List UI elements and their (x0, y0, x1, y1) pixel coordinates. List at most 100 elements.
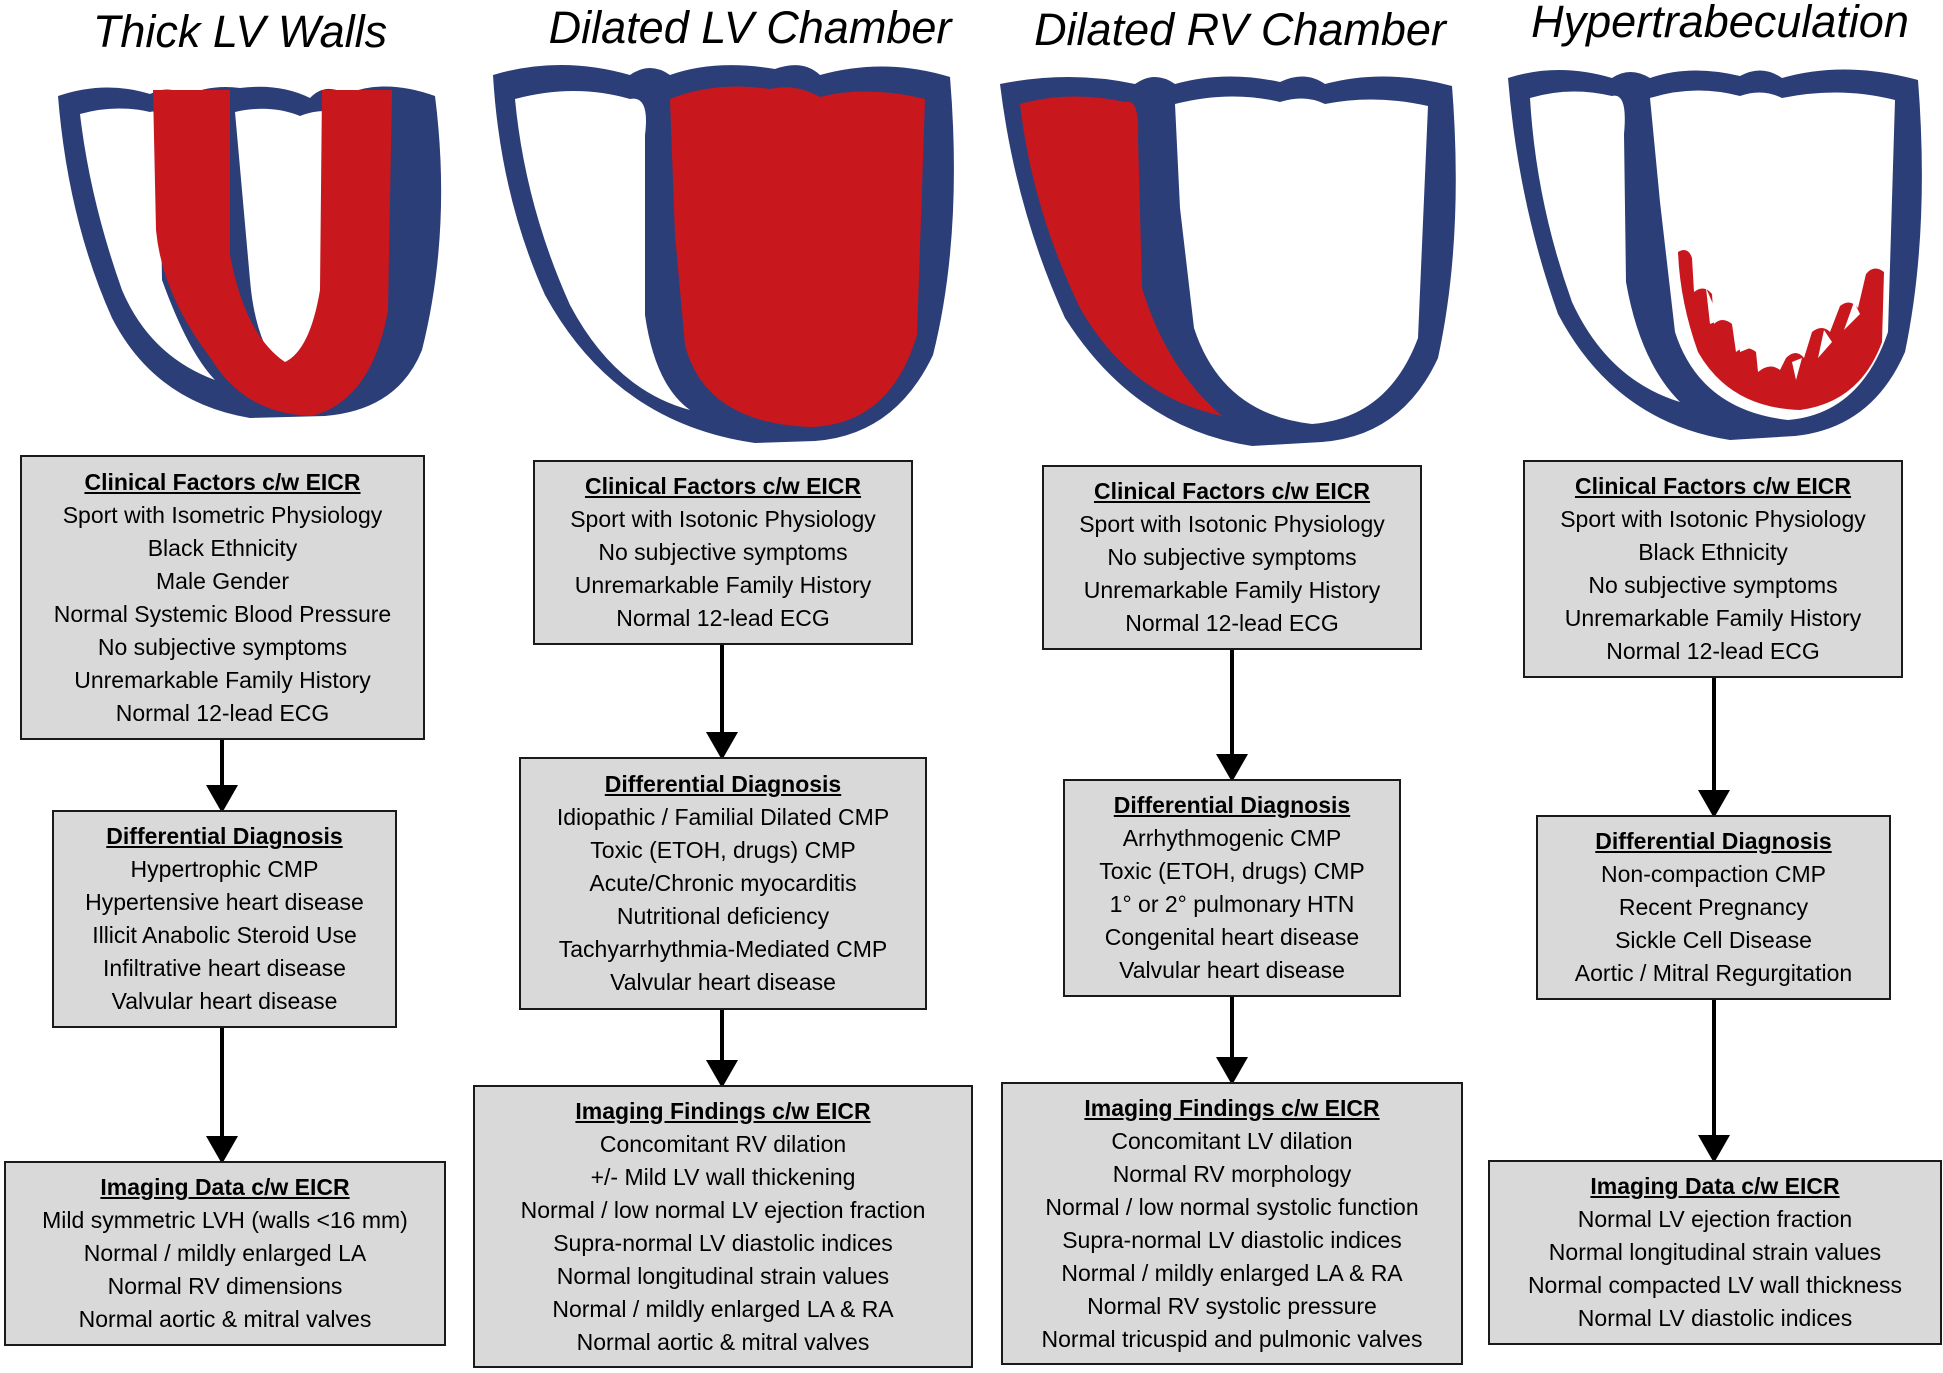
box-heading: Clinical Factors c/w EICR (1574, 473, 1852, 499)
list-item: Congenital heart disease (1104, 924, 1360, 950)
list-item: Normal RV dimensions (107, 1273, 343, 1299)
differential-diagnosis-box-dilated-lv: Differential Diagnosis Idiopathic / Fami… (519, 757, 927, 1010)
list-item: Normal aortic & mitral valves (78, 1306, 372, 1332)
list-item: Normal longitudinal strain values (1548, 1239, 1882, 1265)
list-item: Normal 12-lead ECG (616, 605, 830, 631)
column-title-dilated-rv: Dilated RV Chamber (1034, 4, 1446, 55)
column-title-hypertrabeculation: Hypertrabeculation (1531, 0, 1909, 47)
list-item: Illicit Anabolic Steroid Use (92, 922, 357, 948)
list-item: Toxic (ETOH, drugs) CMP (1099, 858, 1365, 884)
heart-dilated-lv-illustration (493, 65, 954, 443)
box-heading: Imaging Findings c/w EICR (1084, 1094, 1380, 1121)
box-heading: Differential Diagnosis (106, 823, 343, 849)
clinical-factors-box-dilated-lv: Clinical Factors c/w EICR Sport with Iso… (533, 460, 913, 645)
list-item: Valvular heart disease (1119, 957, 1345, 983)
differential-diagnosis-box-hypertrabeculation: Differential Diagnosis Non-compaction CM… (1536, 815, 1891, 1000)
list-item: Valvular heart disease (111, 988, 338, 1014)
list-item: Normal Systemic Blood Pressure (53, 600, 392, 627)
box-heading: Imaging Data c/w EICR (1590, 1173, 1840, 1199)
list-item: Hypertensive heart disease (85, 889, 364, 915)
list-item: Mild symmetric LVH (walls <16 mm) (42, 1207, 408, 1233)
clinical-factors-box-dilated-rv: Clinical Factors c/w EICR Sport with Iso… (1042, 465, 1422, 650)
list-item: Male Gender (156, 567, 289, 594)
list-item: Black Ethnicity (147, 534, 298, 561)
dilated-rv-chamber (1020, 96, 1222, 416)
list-item: Normal tricuspid and pulmonic valves (1041, 1325, 1423, 1352)
box-heading: Clinical Factors c/w EICR (1093, 478, 1371, 504)
list-item: Sport with Isotonic Physiology (1560, 506, 1866, 532)
box-heading: Differential Diagnosis (604, 771, 842, 797)
list-item: Idiopathic / Familial Dilated CMP (556, 804, 890, 830)
list-item: Normal LV ejection fraction (1577, 1206, 1853, 1232)
box-heading: Imaging Findings c/w EICR (575, 1097, 871, 1124)
list-item: +/- Mild LV wall thickening (590, 1163, 856, 1190)
list-item: Unremarkable Family History (74, 666, 371, 693)
rv-cavity (80, 108, 215, 380)
list-item: Normal 12-lead ECG (115, 699, 330, 726)
list-item: Non-compaction CMP (1601, 861, 1826, 887)
list-item: Sport with Isometric Physiology (62, 501, 383, 528)
box-heading: Clinical Factors c/w EICR (584, 473, 862, 499)
heart-hypertrabeculation-illustration (1508, 69, 1922, 440)
list-item: Normal RV morphology (1112, 1160, 1352, 1187)
list-item: Sport with Isotonic Physiology (1079, 511, 1385, 537)
list-item: Unremarkable Family History (574, 572, 872, 598)
list-item: Aortic / Mitral Regurgitation (1574, 960, 1853, 986)
rv-cavity (515, 91, 690, 410)
list-item: Acute/Chronic myocarditis (589, 870, 857, 896)
column-title-dilated-lv: Dilated LV Chamber (548, 2, 952, 53)
box-heading: Differential Diagnosis (1113, 792, 1351, 818)
list-item: Normal compacted LV wall thickness (1527, 1272, 1903, 1298)
list-item: Hypertrophic CMP (130, 856, 319, 882)
list-item: Normal longitudinal strain values (556, 1262, 890, 1289)
list-item: No subjective symptoms (1588, 572, 1838, 598)
list-item: Toxic (ETOH, drugs) CMP (590, 837, 856, 863)
list-item: Normal RV systolic pressure (1087, 1292, 1377, 1319)
list-item: Normal LV diastolic indices (1577, 1305, 1853, 1331)
list-item: Unremarkable Family History (1083, 577, 1381, 603)
imaging-findings-box-dilated-rv: Imaging Findings c/w EICR Concomitant LV… (1001, 1082, 1463, 1365)
list-item: Arrhythmogenic CMP (1122, 825, 1342, 851)
list-item: Normal / mildly enlarged LA (83, 1240, 367, 1266)
list-item: Normal 12-lead ECG (1125, 610, 1339, 636)
list-item: Supra-normal LV diastolic indices (1062, 1226, 1402, 1253)
list-item: Normal 12-lead ECG (1606, 638, 1820, 664)
list-item: Normal / mildly enlarged LA & RA (1061, 1259, 1403, 1286)
imaging-data-box-hypertrabeculation: Imaging Data c/w EICR Normal LV ejection… (1488, 1160, 1942, 1345)
list-item: Normal / low normal LV ejection fraction (520, 1196, 926, 1223)
rv-cavity (1530, 91, 1680, 403)
heart-dilated-rv-illustration (1000, 76, 1456, 446)
box-heading: Clinical Factors c/w EICR (84, 468, 361, 495)
box-heading: Imaging Data c/w EICR (100, 1174, 350, 1200)
trabeculations (1678, 250, 1884, 410)
list-item: Unremarkable Family History (1564, 605, 1862, 631)
column-title-thick-lv-walls: Thick LV Walls (92, 6, 388, 57)
list-item: Normal / mildly enlarged LA & RA (552, 1295, 894, 1322)
list-item: Tachyarrhythmia-Mediated CMP (558, 936, 888, 962)
lv-cavity (1175, 96, 1428, 424)
differential-diagnosis-box-dilated-rv: Differential Diagnosis Arrhythmogenic CM… (1063, 779, 1401, 997)
list-item: Concomitant LV dilation (1111, 1127, 1353, 1154)
list-item: No subjective symptoms (97, 633, 348, 660)
imaging-findings-box-dilated-lv: Imaging Findings c/w EICR Concomitant RV… (473, 1085, 973, 1368)
list-item: No subjective symptoms (598, 539, 848, 565)
list-item: Normal / low normal systolic function (1045, 1193, 1419, 1220)
list-item: Recent Pregnancy (1618, 894, 1809, 920)
list-item: Normal aortic & mitral valves (576, 1328, 870, 1355)
list-item: Supra-normal LV diastolic indices (553, 1229, 893, 1256)
differential-diagnosis-box-thick-lv: Differential Diagnosis Hypertrophic CMP … (52, 810, 397, 1028)
list-item: Nutritional deficiency (616, 903, 830, 929)
thick-septum-wall (153, 90, 392, 416)
box-heading: Differential Diagnosis (1595, 828, 1832, 854)
clinical-factors-box-thick-lv: Clinical Factors c/w EICR Sport with Iso… (20, 455, 425, 740)
list-item: Sport with Isotonic Physiology (570, 506, 876, 532)
list-item: Concomitant RV dilation (599, 1130, 847, 1157)
list-item: Infiltrative heart disease (103, 955, 346, 981)
dilated-lv-chamber (670, 86, 925, 428)
heart-thick-lv-walls-illustration (58, 86, 442, 419)
list-item: Valvular heart disease (610, 969, 836, 995)
list-item: 1° or 2° pulmonary HTN (1109, 891, 1355, 917)
imaging-data-box-thick-lv: Imaging Data c/w EICR Mild symmetric LVH… (4, 1161, 446, 1346)
